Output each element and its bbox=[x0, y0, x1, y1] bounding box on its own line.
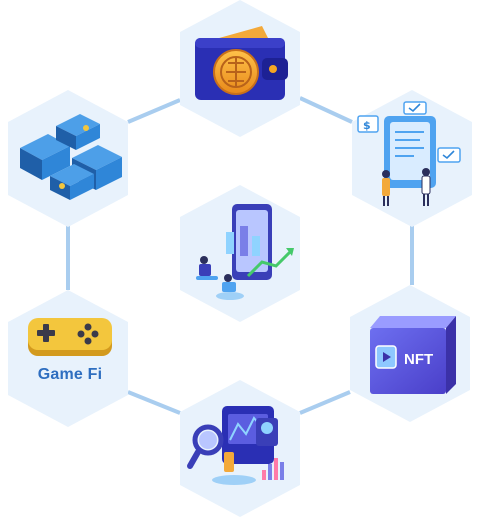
connector-lines bbox=[66, 96, 414, 415]
svg-text:$: $ bbox=[363, 119, 371, 132]
connector-analytics-nft bbox=[299, 390, 351, 415]
trading-chart-icon bbox=[196, 204, 294, 300]
puzzle-blocks-icon bbox=[20, 114, 122, 200]
nft-cube-icon: NFT bbox=[370, 316, 456, 394]
wallet-icon bbox=[195, 26, 288, 100]
connector-gamefi-analytics bbox=[127, 390, 181, 415]
analytics-icon bbox=[187, 406, 284, 485]
gamepad-icon bbox=[28, 318, 112, 356]
connector-wallet-contract bbox=[299, 96, 353, 124]
smart-contract-icon: $ bbox=[357, 101, 461, 206]
hexagon-gamefi bbox=[8, 290, 128, 427]
connector-wallet-puzzle bbox=[127, 98, 181, 124]
nft-label: NFT bbox=[404, 351, 433, 368]
gamefi-label: Game Fi bbox=[37, 366, 103, 383]
